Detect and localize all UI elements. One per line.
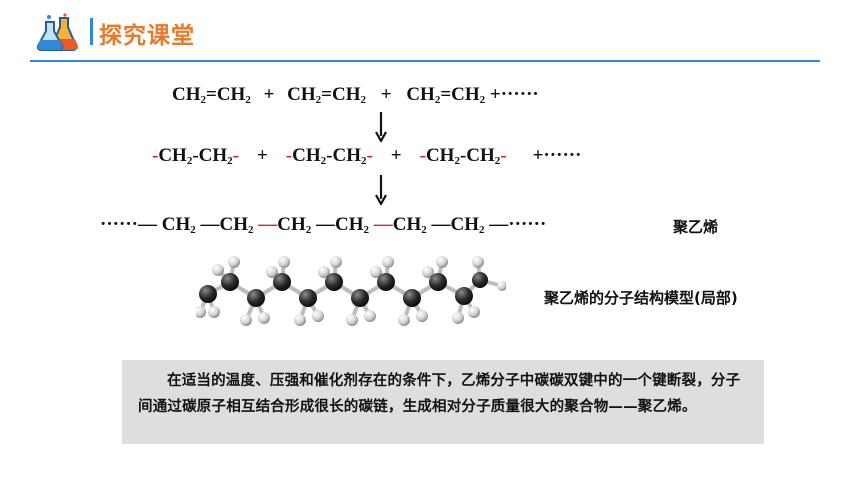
polymer-chain: ······— CH2 —CH2 —CH2 —CH2 —CH2 —CH2 —··…	[100, 214, 547, 236]
page-title: 探究课堂	[99, 23, 195, 49]
radical-equation: -CH2-CH2-+-CH2-CH2-+-CH2-CH2-+······	[152, 145, 582, 167]
product-label: 聚乙烯	[673, 218, 719, 236]
down-arrow-icon	[375, 112, 387, 142]
polyethylene-model-image	[196, 256, 506, 326]
header-rule	[30, 60, 820, 62]
title-divider	[90, 18, 93, 45]
model-caption: 聚乙烯的分子结构模型(局部)	[544, 289, 738, 307]
description-text: 在适当的温度、压强和催化剂存在的条件下，乙烯分子中碳碳双键中的一个键断裂，分子间…	[138, 373, 741, 415]
slide-header: 探究课堂	[0, 0, 860, 64]
flask-icon	[36, 13, 79, 51]
monomer-equation: CH2=CH2 + CH2=CH2 + CH2=CH2 +······	[172, 84, 539, 106]
description-box: 在适当的温度、压强和催化剂存在的条件下，乙烯分子中碳碳双键中的一个键断裂，分子间…	[122, 360, 764, 444]
down-arrow-icon	[375, 175, 387, 205]
